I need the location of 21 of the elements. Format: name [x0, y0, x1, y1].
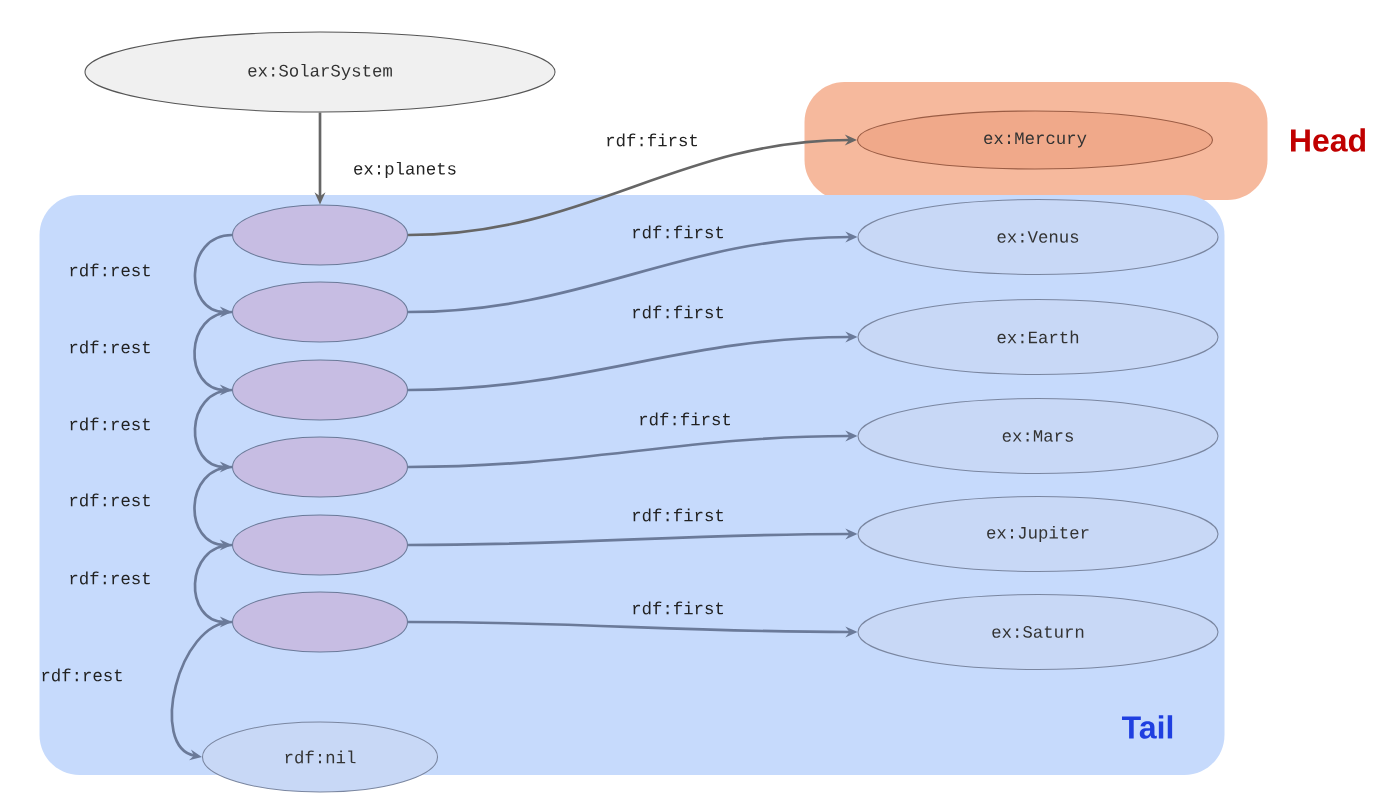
edge-label: rdf:rest: [70, 571, 150, 585]
band-heading: Head: [1291, 128, 1365, 152]
edge-label: rdf:rest: [70, 493, 150, 507]
blank-node-ellipse: [231, 591, 409, 653]
edge-label: rdf:first: [633, 601, 723, 615]
edge-label: rdf:first: [633, 508, 723, 522]
edge-label: rdf:rest: [70, 263, 150, 277]
edge-label: rdf:rest: [42, 668, 122, 682]
edge-label: rdf:rest: [70, 417, 150, 431]
blank-node-ellipse: [231, 514, 409, 576]
blank-node-ellipse: [231, 359, 409, 421]
edge-label: rdf:first: [640, 412, 730, 426]
edge-label: ex:planets: [354, 161, 456, 179]
blank-node-ellipse: [231, 204, 409, 266]
edge-label: rdf:first: [633, 225, 723, 239]
edge-label: rdf:rest: [70, 340, 150, 354]
edge-label: rdf:first: [633, 305, 723, 319]
blank-node-ellipse: [231, 436, 409, 498]
edge-label: rdf:first: [607, 133, 697, 147]
blank-node-ellipse: [231, 281, 409, 343]
band-heading: Tail: [1122, 715, 1173, 739]
